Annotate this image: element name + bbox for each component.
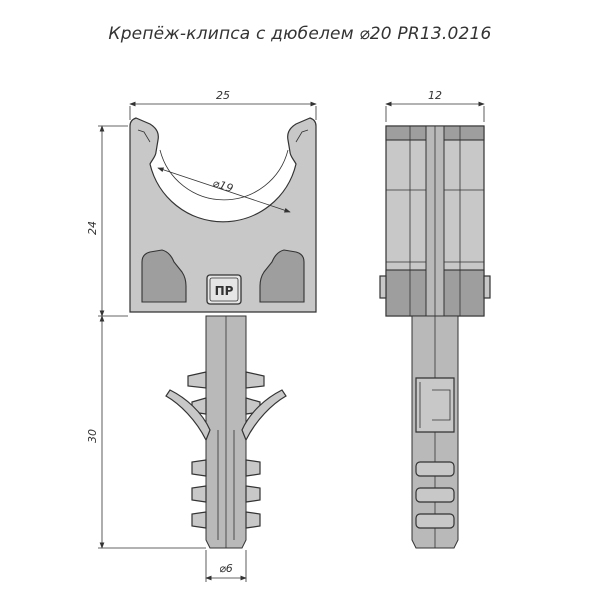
dim-dowel-diameter: ⌀6 (219, 562, 233, 575)
logo-badge (206, 274, 242, 305)
side-view: 12 (379, 89, 491, 549)
spring-wing-left (165, 389, 211, 442)
front-view: ПР ⌀19 25 24 30 ⌀6 (86, 89, 317, 582)
dim-inner-diameter: ⌀19 (211, 176, 235, 195)
drawing-title: Крепёж-клипса с дюбелем ⌀20 PR13.0216 (108, 24, 492, 44)
logo-text: ПР (215, 284, 234, 298)
spring-wing-right (241, 389, 287, 442)
dowel-ribs-right (245, 371, 265, 529)
clip-window-left (141, 249, 187, 303)
clip-window-right (259, 249, 305, 303)
dim-dowel-height: 30 (86, 429, 99, 443)
dim-clip-height: 24 (86, 221, 99, 235)
clip-body (129, 117, 317, 313)
dowel-ribs-left (187, 371, 207, 529)
dim-width: 25 (216, 89, 230, 102)
dim-depth: 12 (428, 89, 442, 102)
